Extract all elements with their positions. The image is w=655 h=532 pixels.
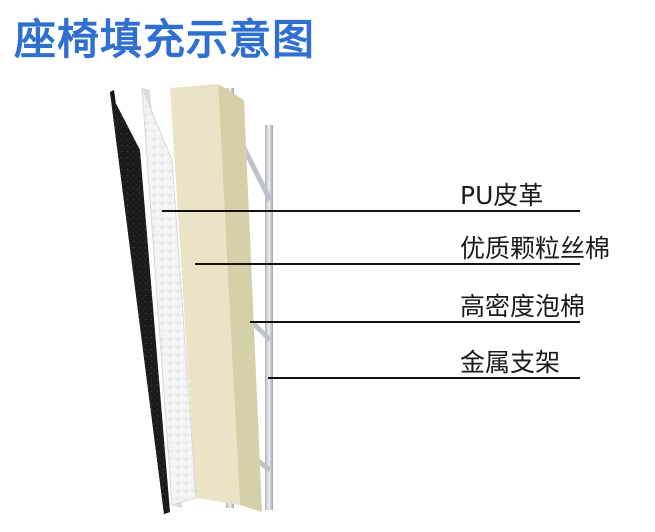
page-title: 座椅填充示意图 (14, 15, 316, 64)
label-pu-leather: PU皮革 (460, 181, 544, 210)
leader-lines (162, 210, 580, 379)
label-fiber: 优质颗粒丝棉 (460, 234, 611, 263)
leather-layer (110, 90, 170, 514)
label-foam: 高密度泡棉 (460, 292, 586, 321)
fiber-layer (141, 87, 197, 508)
foam-layer (170, 84, 262, 512)
label-metal-frame: 金属支架 (460, 348, 561, 377)
